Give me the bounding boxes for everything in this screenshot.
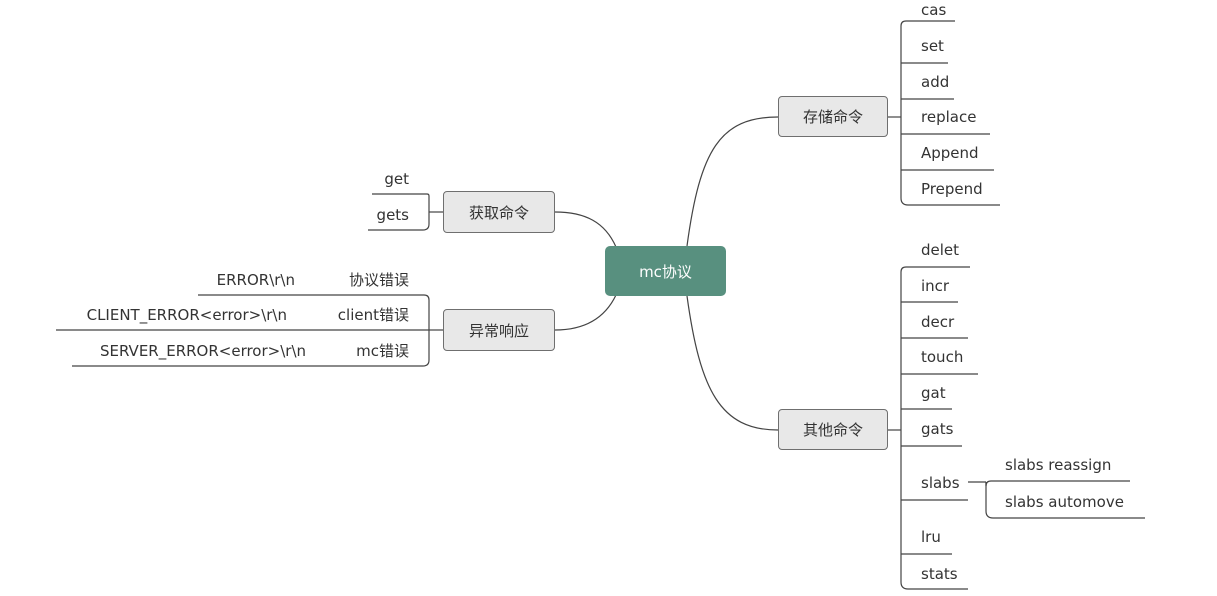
connector-other-children <box>888 266 1145 590</box>
storage-item-add[interactable]: add <box>921 73 950 91</box>
error-item-server-detail[interactable]: SERVER_ERROR<error>\r\n <box>99 342 306 360</box>
connector-fetch-children <box>368 193 443 231</box>
other-item-lru[interactable]: lru <box>921 528 941 546</box>
error-item-protocol-detail[interactable]: ERROR\r\n <box>216 271 295 289</box>
storage-item-replace[interactable]: replace <box>921 108 977 126</box>
storage-item-append[interactable]: Append <box>921 144 979 162</box>
error-item-protocol[interactable]: 协议错误 <box>348 271 409 289</box>
storage-item-cas[interactable]: cas <box>921 1 947 19</box>
other-item-gat[interactable]: gat <box>921 384 946 402</box>
other-item-touch[interactable]: touch <box>921 348 964 366</box>
error-response-node[interactable]: 异常响应 <box>443 309 555 351</box>
connector-root-other <box>686 295 779 431</box>
connector-root-storage <box>686 116 779 247</box>
fetch-item-get[interactable]: get <box>384 170 409 188</box>
connector-root-error <box>554 294 617 331</box>
storage-item-prepend[interactable]: Prepend <box>921 180 983 198</box>
fetch-commands-node[interactable]: 获取命令 <box>443 191 555 233</box>
error-item-client[interactable]: client错误 <box>337 306 409 324</box>
root-node[interactable]: mc协议 <box>605 246 726 296</box>
error-item-client-detail[interactable]: CLIENT_ERROR<error>\r\n <box>86 306 287 324</box>
other-item-stats[interactable]: stats <box>921 565 958 583</box>
connector-error-children <box>56 294 443 367</box>
fetch-item-gets[interactable]: gets <box>376 206 409 224</box>
other-item-decr[interactable]: decr <box>921 313 955 331</box>
other-item-delet[interactable]: delet <box>921 241 960 259</box>
other-item-slabs[interactable]: slabs <box>921 474 960 492</box>
storage-item-set[interactable]: set <box>921 37 944 55</box>
storage-commands-node[interactable]: 存储命令 <box>778 96 888 137</box>
error-item-server[interactable]: mc错误 <box>356 342 409 360</box>
other-item-gats[interactable]: gats <box>921 420 954 438</box>
connector-storage-children <box>888 20 1000 206</box>
slabs-item-automove[interactable]: slabs automove <box>1005 493 1124 511</box>
other-commands-node[interactable]: 其他命令 <box>778 409 888 450</box>
slabs-item-reassign[interactable]: slabs reassign <box>1005 456 1112 474</box>
connector-root-fetch <box>554 211 617 248</box>
other-item-incr[interactable]: incr <box>921 277 950 295</box>
